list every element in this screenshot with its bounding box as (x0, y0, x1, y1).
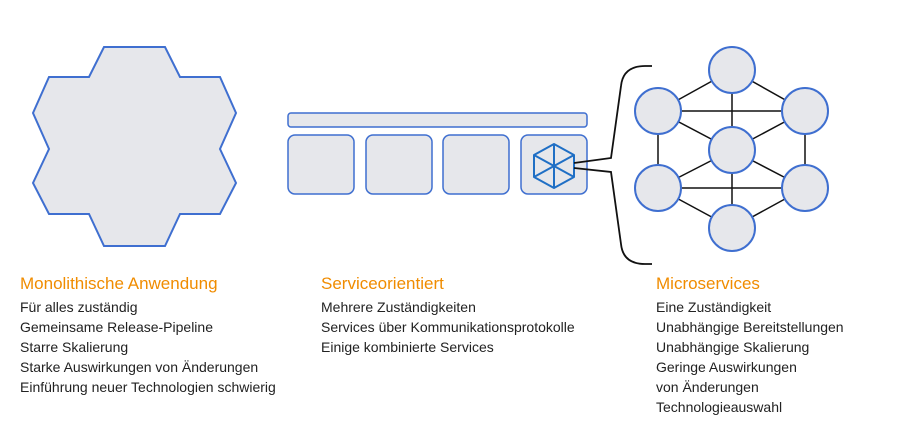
monolith-description: Monolithische Anwendung Für alles zustän… (20, 273, 276, 397)
monolith-title: Monolithische Anwendung (20, 274, 218, 293)
monolith-line: Gemeinsame Release-Pipeline (20, 319, 213, 335)
monolith-line: Starre Skalierung (20, 339, 129, 355)
microservices-line: Unabhängige Skalierung (656, 339, 810, 355)
microservices-line: Geringe Auswirkungen (656, 359, 797, 375)
microservice-node-upper-right (781, 87, 829, 135)
service-box-1 (287, 134, 355, 195)
service-bus (287, 112, 588, 128)
microservices-line: Unabhängige Bereitstellungen (656, 319, 844, 335)
microservices-title: Microservices (656, 274, 760, 293)
soa-line: Services über Kommunikationsprotokolle (321, 319, 575, 335)
microservice-node-bottom (708, 204, 756, 252)
monolith-line: Starke Auswirkungen von Änderungen (20, 359, 259, 375)
monolith-shape (31, 46, 238, 247)
soa-line: Mehrere Zuständigkeiten (321, 299, 476, 315)
microservices-description: Microservices Eine Zuständigkeit Unabhän… (656, 273, 844, 417)
zoom-bracket (573, 65, 652, 265)
microservice-node-lower-left (634, 164, 682, 212)
microservices-line: Eine Zuständigkeit (656, 299, 772, 315)
microservice-node-top (708, 46, 756, 94)
microservices-line: Technologieauswahl (656, 399, 783, 415)
microservice-node-lower-right (781, 164, 829, 212)
microservice-nodes (634, 46, 829, 252)
soa-title: Serviceorientiert (321, 274, 444, 293)
monolith-line: Für alles zuständig (20, 299, 138, 315)
microservice-node-upper-left (634, 87, 682, 135)
soa-line: Einige kombinierte Services (321, 339, 494, 355)
cube-icon (533, 143, 575, 189)
microservices-line: von Änderungen (656, 379, 759, 395)
microservice-node-center (708, 126, 756, 174)
monolith-line: Einführung neuer Technologien schwierig (20, 379, 276, 395)
soa-description: Serviceorientiert Mehrere Zuständigkeite… (321, 273, 575, 357)
service-box-2 (365, 134, 433, 195)
service-box-3 (442, 134, 510, 195)
